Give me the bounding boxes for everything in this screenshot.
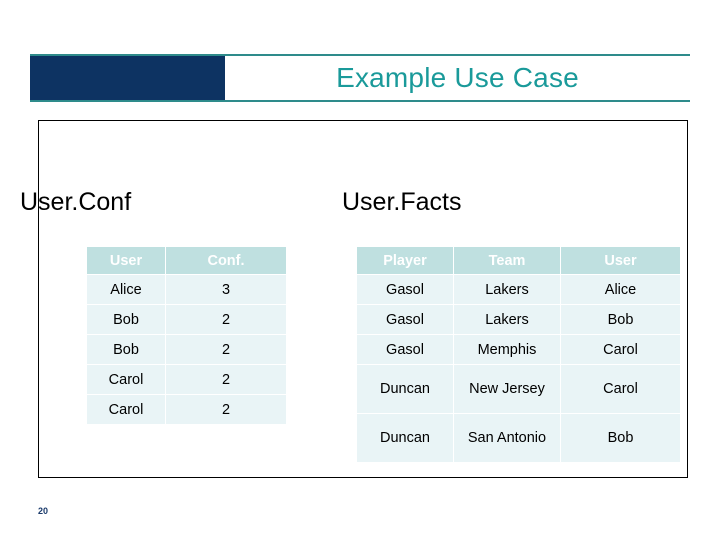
header-band bbox=[30, 54, 690, 102]
column-header-user: User bbox=[86, 246, 166, 275]
cell-user: Alice bbox=[560, 274, 681, 305]
page-title: Example Use Case bbox=[336, 62, 579, 93]
cell-team: San Antonio bbox=[453, 413, 561, 463]
column-header-user: User bbox=[560, 246, 681, 275]
page-number: 20 bbox=[38, 506, 49, 516]
content-frame bbox=[38, 120, 688, 478]
cell-user: Bob bbox=[86, 334, 166, 365]
table-header-row: User Conf. bbox=[86, 246, 287, 275]
user-facts-table: Player Team User Gasol Lakers Alice Gaso… bbox=[356, 246, 681, 463]
cell-team: New Jersey bbox=[453, 364, 561, 414]
table-row: Alice 3 bbox=[86, 274, 287, 305]
cell-player: Duncan bbox=[356, 413, 454, 463]
cell-user: Bob bbox=[560, 413, 681, 463]
cell-conf: 3 bbox=[165, 274, 287, 305]
table-row: Bob 2 bbox=[86, 304, 287, 335]
cell-conf: 2 bbox=[165, 334, 287, 365]
cell-conf: 2 bbox=[165, 394, 287, 425]
cell-player: Gasol bbox=[356, 334, 454, 365]
cell-team: Lakers bbox=[453, 304, 561, 335]
cell-user: Carol bbox=[86, 364, 166, 395]
column-header-team: Team bbox=[453, 246, 561, 275]
table-row: Gasol Lakers Alice bbox=[356, 274, 681, 305]
table-row: Gasol Memphis Carol bbox=[356, 334, 681, 365]
header-accent-block bbox=[30, 54, 225, 102]
cell-user: Carol bbox=[560, 334, 681, 365]
column-header-player: Player bbox=[356, 246, 454, 275]
user-conf-table: User Conf. Alice 3 Bob 2 Bob 2 Carol 2 C… bbox=[86, 246, 287, 425]
table-header-row: Player Team User bbox=[356, 246, 681, 275]
cell-conf: 2 bbox=[165, 364, 287, 395]
column-header-conf: Conf. bbox=[165, 246, 287, 275]
cell-player: Duncan bbox=[356, 364, 454, 414]
table-row: Duncan New Jersey Carol bbox=[356, 364, 681, 414]
table-row: Duncan San Antonio Bob bbox=[356, 413, 681, 463]
cell-team: Lakers bbox=[453, 274, 561, 305]
table-row: Carol 2 bbox=[86, 394, 287, 425]
cell-user: Bob bbox=[560, 304, 681, 335]
cell-user: Carol bbox=[560, 364, 681, 414]
table-row: Gasol Lakers Bob bbox=[356, 304, 681, 335]
cell-player: Gasol bbox=[356, 304, 454, 335]
table-row: Bob 2 bbox=[86, 334, 287, 365]
cell-team: Memphis bbox=[453, 334, 561, 365]
cell-user: Alice bbox=[86, 274, 166, 305]
table-row: Carol 2 bbox=[86, 364, 287, 395]
section-heading-user-conf: User.Conf bbox=[20, 188, 132, 216]
section-heading-user-facts: User.Facts bbox=[342, 188, 462, 216]
cell-user: Bob bbox=[86, 304, 166, 335]
cell-player: Gasol bbox=[356, 274, 454, 305]
cell-conf: 2 bbox=[165, 304, 287, 335]
cell-user: Carol bbox=[86, 394, 166, 425]
